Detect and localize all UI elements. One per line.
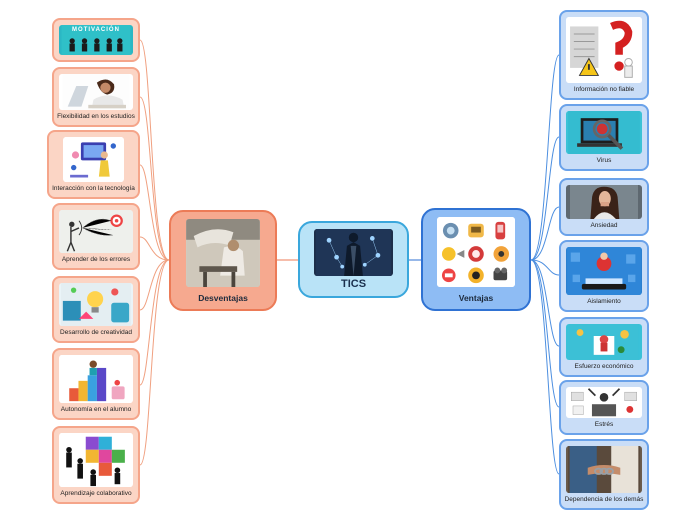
aislamiento-image — [566, 247, 642, 295]
main-node-ventajas[interactable]: Ventajas — [421, 208, 531, 311]
motivacion-banner: MOTIVACIÓN — [72, 27, 120, 33]
informacion-image — [566, 17, 642, 83]
colaborativo-label: Aprendizaje colaborativo — [60, 490, 132, 497]
main-node-desventajas[interactable]: Desventajas — [169, 210, 277, 311]
ansiedad-image — [566, 185, 642, 219]
right-item-ansiedad[interactable]: Ansiedad — [559, 178, 649, 236]
errores-label: Aprender de los errores — [61, 256, 131, 263]
esfuerzo-label: Esfuerzo económico — [574, 363, 634, 370]
right-item-aislamiento[interactable]: Aislamiento — [559, 240, 649, 312]
estres-label: Estrés — [594, 421, 614, 428]
left-item-creatividad[interactable]: Desarrollo de creatividad — [52, 276, 140, 343]
informacion-label: Información no fiable — [573, 86, 635, 93]
ansiedad-label: Ansiedad — [590, 222, 618, 229]
dependencia-image — [566, 446, 642, 493]
flexibilidad-image — [59, 74, 133, 110]
motivacion-image: MOTIVACIÓN — [59, 25, 133, 55]
autonomia-image — [59, 355, 133, 403]
center-node-tics[interactable]: TICS — [298, 221, 409, 298]
left-item-interaccion[interactable]: Interacción con la tecnología — [47, 130, 140, 199]
tics-image — [314, 229, 393, 276]
right-item-virus[interactable]: Virus — [559, 104, 649, 171]
flexibilidad-label: Flexibilidad en los estudios — [57, 113, 135, 120]
creatividad-image — [59, 283, 133, 326]
estres-image — [566, 387, 642, 418]
dependencia-label: Dependencia de los demás — [564, 496, 644, 503]
left-item-errores[interactable]: Aprender de los errores — [52, 203, 140, 270]
aislamiento-label: Aislamiento — [587, 298, 621, 305]
left-item-colaborativo[interactable]: Aprendizaje colaborativo — [52, 426, 140, 504]
ventajas-label: Ventajas — [458, 293, 494, 303]
interaccion-image — [63, 137, 124, 182]
virus-label: Virus — [596, 157, 612, 164]
center-label: TICS — [340, 278, 367, 290]
desventajas-image — [186, 219, 260, 287]
desventajas-label: Desventajas — [198, 293, 248, 303]
right-item-informacion[interactable]: Información no fiable — [559, 10, 649, 100]
ventajas-image — [437, 217, 515, 287]
creatividad-label: Desarrollo de creatividad — [60, 329, 132, 336]
virus-image — [566, 111, 642, 154]
errores-image — [59, 210, 133, 253]
esfuerzo-image — [566, 324, 642, 360]
right-item-esfuerzo[interactable]: Esfuerzo económico — [559, 317, 649, 377]
right-item-estres[interactable]: Estrés — [559, 380, 649, 435]
autonomia-label: Autonomía en el alumno — [60, 406, 132, 413]
right-item-dependencia[interactable]: Dependencia de los demás — [559, 439, 649, 510]
colaborativo-image — [59, 433, 133, 487]
left-item-autonomia[interactable]: Autonomía en el alumno — [52, 348, 140, 420]
left-item-motivacion[interactable]: MOTIVACIÓN — [52, 18, 140, 62]
interaccion-label: Interacción con la tecnología — [52, 185, 135, 192]
left-item-flexibilidad[interactable]: Flexibilidad en los estudios — [52, 67, 140, 127]
